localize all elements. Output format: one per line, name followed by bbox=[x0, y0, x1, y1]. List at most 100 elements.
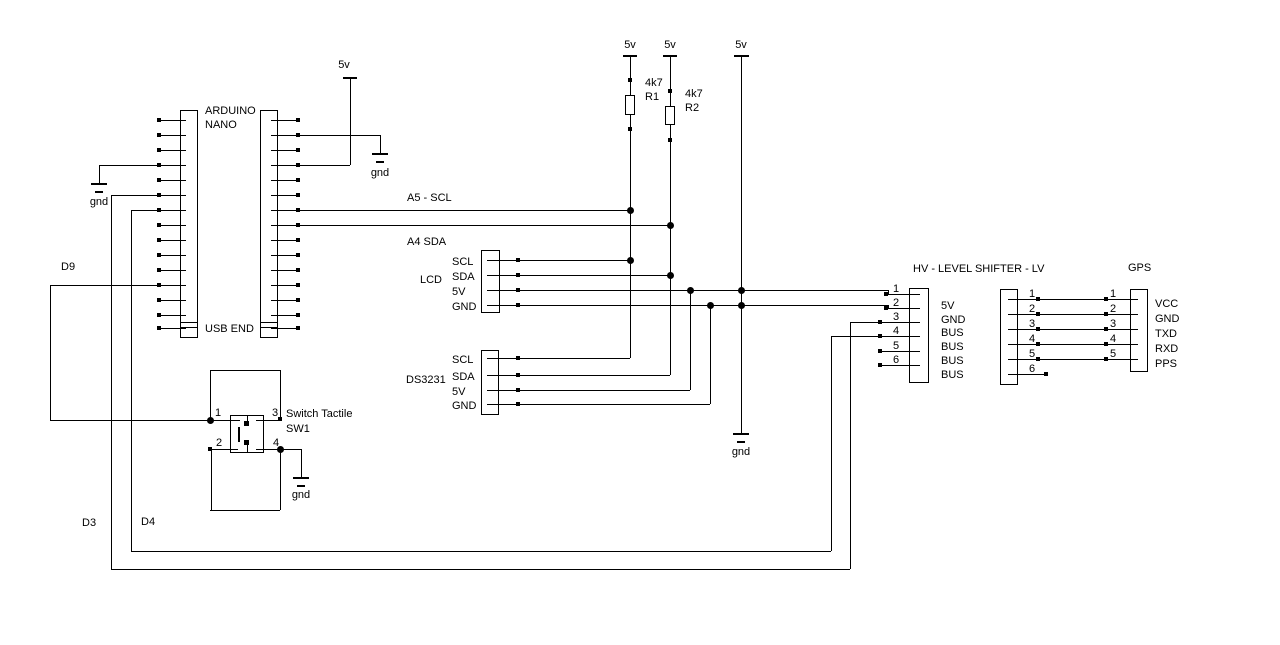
pin-marker bbox=[157, 193, 161, 197]
lv-pin-number: 3 bbox=[1029, 318, 1036, 330]
net-d4-label: D4 bbox=[141, 516, 156, 528]
hv-pin-label: BUS bbox=[941, 341, 964, 353]
pin-marker bbox=[884, 292, 888, 296]
junction-dot bbox=[667, 272, 674, 279]
pin-marker bbox=[878, 320, 882, 324]
arduino-right-pin-stub bbox=[271, 120, 300, 121]
pin-marker bbox=[244, 440, 249, 445]
hv-pin-label: GND bbox=[941, 314, 966, 326]
hv-pin-number: 5 bbox=[893, 340, 900, 352]
hv-pin-label: BUS bbox=[941, 327, 964, 339]
power-rail-bar bbox=[663, 55, 677, 57]
wire-vertical bbox=[247, 415, 248, 423]
wire-vertical bbox=[380, 135, 381, 153]
wire-vertical bbox=[211, 449, 212, 510]
pin-marker bbox=[296, 268, 300, 272]
wire-vertical bbox=[831, 336, 832, 551]
wire-vertical bbox=[670, 125, 671, 375]
hv-pin-label: BUS bbox=[941, 355, 964, 367]
wire-vertical bbox=[99, 165, 100, 183]
resistor-r2-body bbox=[665, 106, 675, 125]
pin-marker bbox=[296, 163, 300, 167]
resistor-r1-name: R1 bbox=[645, 91, 660, 103]
pin-marker bbox=[516, 258, 520, 262]
lv-connector-box bbox=[1000, 289, 1018, 385]
pin-marker bbox=[668, 138, 672, 142]
wire-horizontal bbox=[271, 135, 380, 136]
wire-horizontal bbox=[261, 322, 277, 323]
pin-marker bbox=[1104, 327, 1108, 331]
switch-pin1-number: 1 bbox=[215, 407, 222, 419]
resistor-r1-value: 4k7 bbox=[645, 77, 663, 89]
pin-marker bbox=[296, 253, 300, 257]
arduino-left-pin-stub bbox=[160, 225, 186, 226]
arduino-right-pin-stub bbox=[271, 150, 300, 151]
wire-vertical bbox=[131, 210, 132, 551]
pin-marker bbox=[628, 127, 632, 131]
gps-pin-number: 4 bbox=[1110, 333, 1117, 345]
pin-marker bbox=[516, 402, 520, 406]
wire-vertical bbox=[850, 322, 851, 569]
arduino-left-pin-stub bbox=[160, 195, 186, 196]
resistor-r2-name: R2 bbox=[685, 102, 700, 114]
power-rail-bar bbox=[734, 55, 749, 57]
ds3231-name-label: DS3231 bbox=[406, 374, 446, 386]
gps-connector-box bbox=[1130, 289, 1148, 372]
wire-vertical bbox=[690, 290, 691, 390]
pin-marker bbox=[157, 208, 161, 212]
wire-horizontal bbox=[888, 308, 920, 309]
ground-symbol-bar bbox=[297, 485, 305, 487]
pin-marker bbox=[878, 334, 882, 338]
pin-marker bbox=[157, 253, 161, 257]
hv-pin-label: 5V bbox=[941, 300, 955, 312]
wire-horizontal bbox=[1008, 374, 1048, 375]
wire-vertical bbox=[888, 305, 889, 309]
wire-vertical bbox=[888, 290, 889, 295]
gps-pin-number: 3 bbox=[1110, 318, 1117, 330]
pin-marker bbox=[157, 178, 161, 182]
pin-marker bbox=[1036, 357, 1040, 361]
arduino-right-connector-box bbox=[260, 110, 278, 338]
wire-vertical bbox=[670, 55, 671, 106]
arduino-left-pin-stub bbox=[160, 285, 186, 286]
wire-vertical bbox=[247, 445, 248, 453]
lcd-name-label: LCD bbox=[420, 274, 443, 286]
wire-horizontal bbox=[1008, 359, 1138, 360]
pin-marker bbox=[278, 417, 282, 421]
wire-vertical bbox=[111, 195, 112, 569]
hv-pin-number: 6 bbox=[893, 354, 900, 366]
wire-horizontal bbox=[50, 420, 240, 421]
junction-dot bbox=[687, 287, 694, 294]
wire-horizontal bbox=[111, 195, 186, 196]
arduino-left-pin-stub bbox=[160, 210, 186, 211]
ground-symbol-bar bbox=[95, 191, 103, 193]
arduino-right-pin-stub bbox=[271, 135, 300, 136]
hv-pin-number: 4 bbox=[893, 325, 900, 337]
pin-marker bbox=[296, 223, 300, 227]
arduino-left-pin-stub bbox=[160, 315, 186, 316]
wire-horizontal bbox=[487, 358, 630, 359]
wire-horizontal bbox=[487, 305, 888, 306]
pin-marker bbox=[157, 133, 161, 137]
junction-dot bbox=[667, 222, 674, 229]
ground-symbol-bar bbox=[372, 153, 388, 155]
pin-marker bbox=[668, 89, 672, 93]
pin-marker bbox=[157, 283, 161, 287]
wire-vertical bbox=[280, 370, 281, 420]
pin-marker bbox=[296, 178, 300, 182]
switch-title-label: Switch Tactile bbox=[286, 408, 353, 420]
pin-marker bbox=[516, 303, 520, 307]
arduino-usb-end-label: USB END bbox=[205, 323, 254, 335]
pin-marker bbox=[157, 298, 161, 302]
arduino-right-pin-stub bbox=[271, 285, 300, 286]
gps-pin-number: 5 bbox=[1110, 348, 1117, 360]
arduino-right-pin-stub bbox=[271, 210, 300, 211]
ground-label: gnd bbox=[370, 167, 390, 179]
gps-pin-number: 1 bbox=[1110, 288, 1117, 300]
wire-horizontal bbox=[131, 551, 831, 552]
pin-marker bbox=[1104, 312, 1108, 316]
power-5v-label: 5v bbox=[338, 59, 350, 71]
wire-vertical bbox=[280, 449, 281, 510]
arduino-title-line1: ARDUINO bbox=[205, 105, 256, 117]
switch-name-label: SW1 bbox=[286, 423, 310, 435]
